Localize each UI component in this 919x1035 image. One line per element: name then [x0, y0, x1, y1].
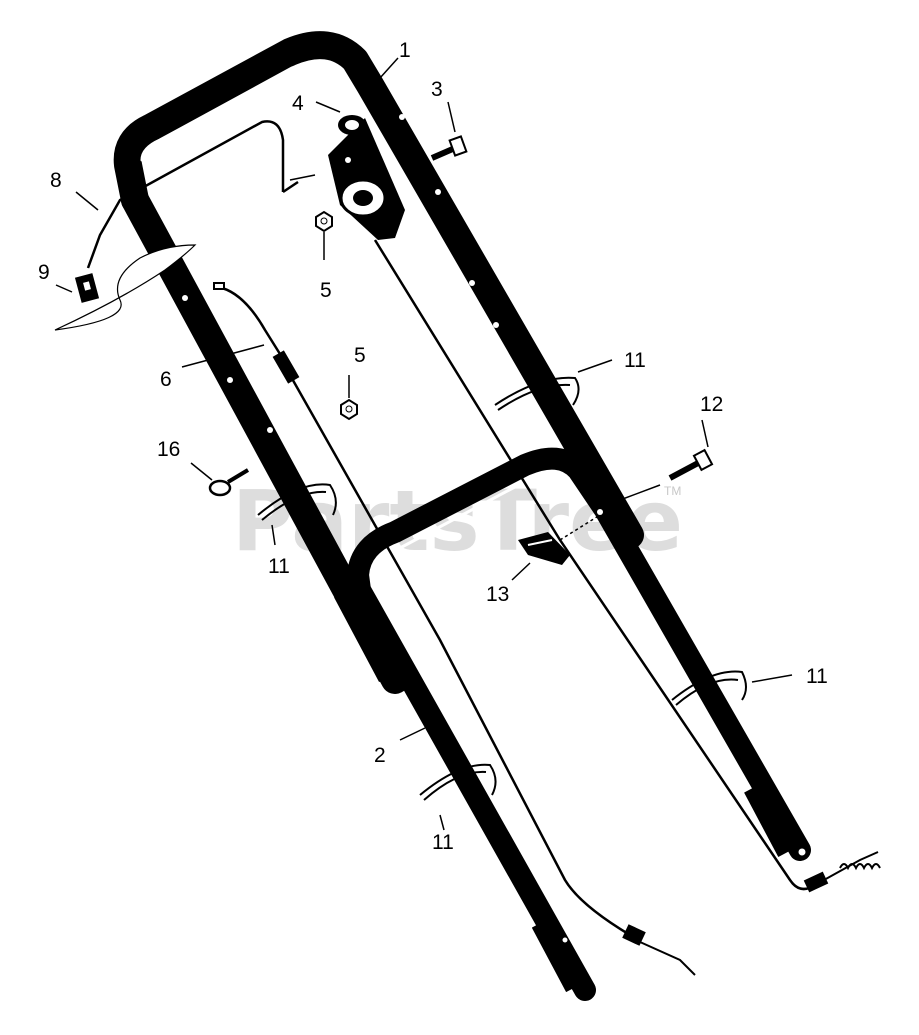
bail-cable-8 — [86, 120, 299, 269]
callout-5-upper: 5 — [320, 279, 332, 302]
callout-12: 12 — [700, 393, 723, 416]
watermark-trademark: TM — [664, 484, 681, 498]
callout-3: 3 — [431, 78, 443, 101]
spring — [839, 863, 881, 871]
callout-5-lower: 5 — [354, 344, 366, 367]
callout-6: 6 — [160, 368, 172, 391]
bolt-12 — [668, 448, 714, 481]
callout-11-upper: 11 — [624, 349, 646, 372]
control-cables — [288, 239, 879, 976]
cable-ties — [257, 376, 747, 801]
cable-guide-13 — [518, 532, 570, 565]
callout-11-left: 11 — [268, 555, 290, 578]
callout-8: 8 — [50, 169, 62, 192]
upper-handle — [113, 31, 644, 694]
callout-labels: 1 2 3 4 5 5 6 8 9 11 11 11 11 12 13 16 — [38, 39, 828, 854]
lower-handle — [334, 447, 811, 1001]
eyebolt-16 — [208, 468, 250, 497]
callout-4: 4 — [292, 92, 304, 115]
callout-2: 2 — [374, 744, 386, 767]
callout-11-bottom: 11 — [432, 831, 454, 854]
callout-13: 13 — [486, 583, 509, 606]
throttle-control — [328, 115, 405, 240]
bolt-3 — [430, 135, 468, 161]
callout-16: 16 — [157, 438, 180, 461]
nut-5-lower — [340, 398, 358, 421]
nut-5-upper — [315, 210, 333, 233]
leader-lines — [55, 57, 793, 831]
callout-11-right: 11 — [806, 665, 828, 688]
cable-link-6 — [213, 282, 300, 384]
callout-9: 9 — [38, 261, 50, 284]
cable-clip-9 — [54, 244, 197, 331]
callout-1: 1 — [399, 39, 411, 62]
